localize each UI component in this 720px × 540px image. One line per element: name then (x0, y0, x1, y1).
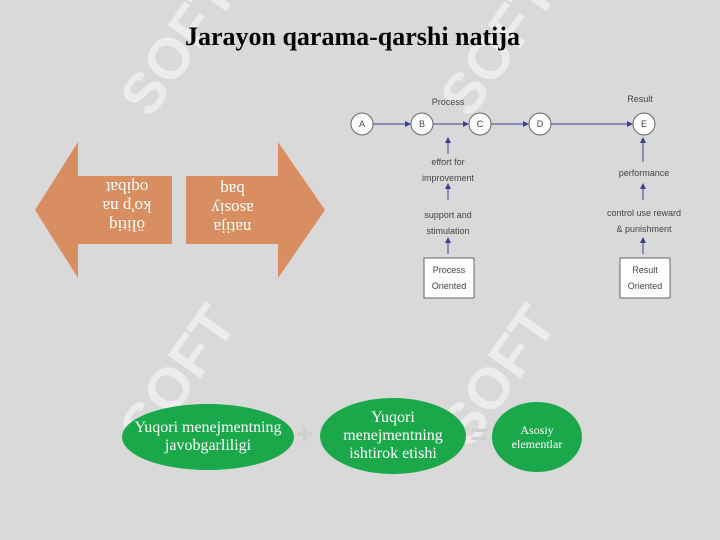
support-label-2: stimulation (426, 226, 469, 236)
node-e (632, 112, 656, 136)
process-box-label-2: Oriented (432, 281, 467, 291)
node-a-label: A (359, 119, 365, 129)
control-label-2: & punishment (616, 224, 672, 234)
pill-responsibility: Yuqori menejmentning javobgarliligi (122, 404, 294, 470)
process-box-label-1: Process (433, 265, 466, 275)
node-b (410, 112, 434, 136)
node-b-label: B (419, 119, 425, 129)
process-result-diagram: A B C D E Process Result effort for impr… (350, 94, 681, 299)
node-c (468, 112, 492, 136)
result-box-label-1: Result (632, 265, 658, 275)
performance-label: performance (619, 168, 670, 178)
support-label-1: support and (424, 210, 472, 220)
control-label-1: control use reward (607, 208, 681, 218)
pill-basic-elements: Asosiy elementlar (492, 402, 582, 472)
pill-involvement: Yuqori menejmentning ishtirok etishi (320, 398, 466, 474)
node-d-label: D (537, 119, 544, 129)
right-arrow-text: natija asosiy baq (211, 180, 254, 237)
process-label: Process (432, 97, 465, 107)
node-c-label: C (477, 119, 484, 129)
left-arrow-text: ölitiq ko'p na oqibat (102, 178, 152, 235)
result-oriented-box (619, 257, 671, 299)
effort-label-2: improvement (422, 173, 475, 183)
equals-operator: = (470, 418, 488, 451)
node-d (528, 112, 552, 136)
slide-title: Jarayon qarama-qarshi natija (184, 22, 521, 51)
node-e-label: E (641, 119, 647, 129)
node-a (350, 112, 374, 136)
right-arrow-shape (186, 142, 325, 278)
effort-label-1: effort for (431, 157, 464, 167)
left-arrow-shape (35, 142, 172, 278)
process-oriented-box (423, 257, 475, 299)
result-box-label-2: Oriented (628, 281, 663, 291)
plus-operator: + (296, 418, 314, 451)
result-label: Result (627, 94, 653, 104)
